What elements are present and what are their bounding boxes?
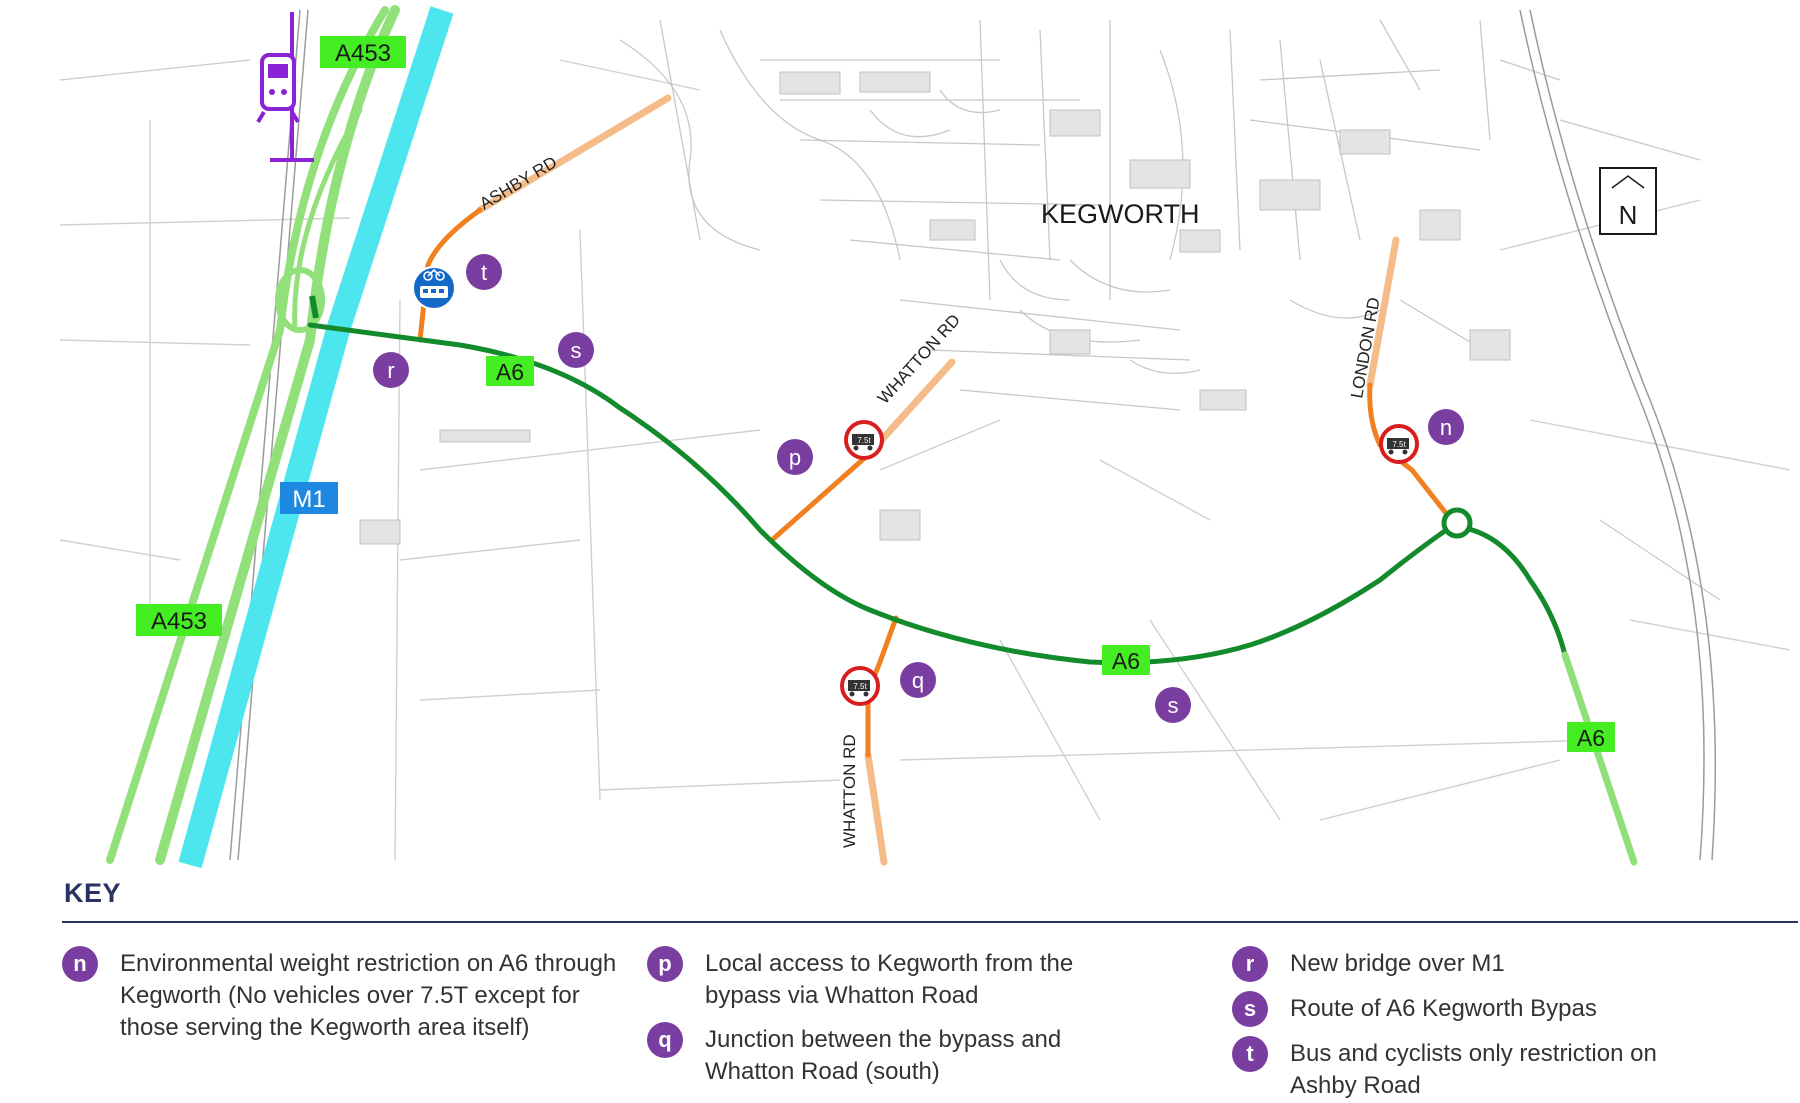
map-key: KEY n Environmental weight restriction o… [62, 870, 1798, 1103]
weight-restriction-icon-whatton-north: 7.5t [844, 420, 884, 460]
key-item-t: t Bus and cyclists only restriction on A… [1232, 1036, 1712, 1102]
svg-text:7.5t: 7.5t [857, 436, 871, 445]
svg-text:M1: M1 [292, 486, 325, 513]
svg-text:A6: A6 [496, 359, 524, 385]
svg-text:7.5t: 7.5t [1392, 440, 1406, 449]
key-badge-r: r [1232, 946, 1268, 982]
key-title: KEY [64, 878, 122, 908]
key-text-q: Junction between the bypass and Whatton … [705, 1026, 1062, 1085]
key-item-q: q Junction between the bypass and Whatto… [647, 1022, 1117, 1088]
key-item-p: p Local access to Kegworth from the bypa… [647, 946, 1117, 1012]
map: A453 A453 M1 A6 A6 A6 ASHBY RD WHATTON R… [59, 5, 1791, 869]
key-text-n: Environmental weight restriction on A6 t… [120, 950, 617, 1041]
marker-q: q [900, 662, 936, 698]
road-label-a6-west: A6 [486, 356, 534, 386]
marker-s-east: s [1155, 687, 1191, 723]
key-badge-q: q [647, 1022, 683, 1058]
local-roads [476, 94, 1400, 866]
marker-p: p [777, 439, 813, 475]
svg-text:A6: A6 [1577, 725, 1605, 751]
roundabout-icon [1441, 507, 1473, 539]
svg-text:s: s [1168, 693, 1179, 718]
svg-text:7.5t: 7.5t [853, 682, 867, 691]
road-label-m1: M1 [280, 482, 338, 514]
marker-t: t [466, 254, 502, 290]
town-blocks [359, 71, 1511, 545]
svg-text:q: q [912, 668, 924, 693]
key-badge-s: s [1232, 991, 1268, 1027]
north-arrow-icon: N [1599, 167, 1657, 235]
road-label-a453-top: A453 [320, 36, 406, 68]
svg-text:N: N [1619, 200, 1638, 230]
svg-text:A453: A453 [335, 40, 391, 67]
key-text-s: Route of A6 Kegworth Bypas [1290, 995, 1597, 1022]
svg-text:A6: A6 [1112, 648, 1140, 674]
key-item-r: r New bridge over M1 [1232, 946, 1732, 982]
a6-existing-south [1561, 651, 1638, 866]
weight-restriction-icon-london-rd: 7.5t [1379, 424, 1419, 464]
marker-r: r [373, 352, 409, 388]
key-badge-n: n [62, 946, 98, 982]
weight-restriction-icon-whatton-south: 7.5t [840, 666, 880, 706]
key-item-s: s Route of A6 Kegworth Bypas [1232, 991, 1732, 1027]
key-item-n: n Environmental weight restriction on A6… [62, 946, 622, 1044]
train-station-icon [256, 12, 314, 162]
bus-cycle-icon [412, 266, 456, 310]
road-label-a6-middle: A6 [1102, 645, 1150, 675]
field-boundaries [59, 59, 1791, 861]
a6-link-stub [309, 295, 319, 319]
key-text-r: New bridge over M1 [1290, 950, 1505, 977]
marker-s-west: s [558, 332, 594, 368]
road-label-a453-bottom: A453 [136, 604, 222, 636]
key-badge-t: t [1232, 1036, 1268, 1072]
svg-text:n: n [1440, 415, 1452, 440]
svg-text:t: t [481, 260, 487, 285]
svg-text:r: r [387, 358, 394, 383]
road-label-whatton-rd-south: WHATTON RD [840, 734, 859, 848]
marker-n: n [1428, 409, 1464, 445]
key-badge-p: p [647, 946, 683, 982]
road-label-a6-east: A6 [1567, 722, 1615, 752]
svg-text:A453: A453 [151, 608, 207, 635]
svg-text:s: s [571, 338, 582, 363]
key-text-t: Bus and cyclists only restriction on Ash… [1290, 1040, 1657, 1099]
svg-text:p: p [789, 445, 801, 470]
key-text-p: Local access to Kegworth from the bypass… [705, 950, 1074, 1009]
town-label-kegworth: KEGWORTH [1041, 199, 1200, 229]
key-divider [62, 921, 1798, 923]
